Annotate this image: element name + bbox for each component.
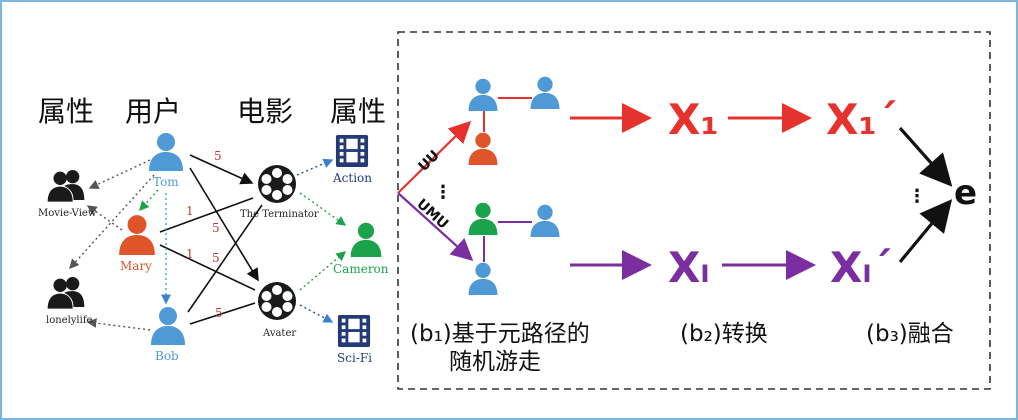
step-b3-caption: (b₃)融合 <box>866 321 954 347</box>
weight-label: 5 <box>215 306 223 320</box>
bob-user-icon <box>151 307 185 345</box>
branch-ellipsis: ⋮ <box>434 182 452 203</box>
edge-avater-scifi <box>299 304 334 323</box>
step-b1-caption-line2: 随机游走 <box>449 349 541 375</box>
uu-user-icon <box>468 78 498 111</box>
tom-user-icon <box>149 133 183 171</box>
avater-reel-icon <box>258 282 296 320</box>
node-label-movie-view: Movie-View <box>38 208 97 219</box>
xlp-to-e-arrow <box>898 199 953 264</box>
uu-user-icon <box>530 76 560 109</box>
edge-bob-lonelylife <box>86 318 151 331</box>
weight-label: 5 <box>212 251 220 265</box>
node-label-tom: Tom <box>153 175 179 189</box>
edge-tom-lonelylife <box>69 174 155 270</box>
action-film-icon <box>335 134 369 168</box>
node-xl: Xₗ <box>668 243 710 292</box>
step-b2-caption: (b₂)转换 <box>680 321 768 347</box>
header-attr-left: 属性 <box>38 95 94 128</box>
node-x1: X₁ <box>668 95 719 144</box>
weight-label: 1 <box>186 204 194 218</box>
movie-view-icon <box>47 170 85 202</box>
process-panel: UU UMU ⋮ X₁ X₁´ Xₗ Xₗ´ ⋮ e (b₁)基于元路径的 随机… <box>397 76 977 375</box>
cameron-person-icon <box>350 222 382 257</box>
node-xl-prime: Xₗ´ <box>830 243 893 292</box>
weight-label: 5 <box>212 221 220 235</box>
edge-mary-movieview <box>86 205 123 231</box>
branch-uu-arrow <box>397 120 472 194</box>
node-label-avater: Avater <box>262 328 296 339</box>
scifi-film-icon <box>337 314 371 348</box>
edge-mary-avater <box>159 244 256 291</box>
node-label-lonelylife: lonelylife <box>46 315 93 326</box>
branch-umu-arrow <box>397 192 474 261</box>
edge-tom-avater <box>189 167 259 282</box>
edge-tom-mary <box>139 189 159 212</box>
uu-user-icon <box>468 132 498 165</box>
edge-tom-movieview <box>88 159 151 189</box>
node-e: e <box>954 173 977 213</box>
edge-mary-terminator <box>159 197 254 233</box>
edge-bob-terminator <box>187 204 263 313</box>
mary-user-icon <box>119 215 155 255</box>
umu-movie-icon <box>468 202 498 235</box>
header-user: 用户 <box>125 95 181 128</box>
step-b1-caption: (b₁)基于元路径的 <box>410 321 590 347</box>
weight-label: 5 <box>214 149 222 163</box>
weight-label: 1 <box>186 247 194 261</box>
umu-user-icon <box>530 204 560 237</box>
edge-tom-terminator <box>189 154 254 185</box>
edge-bob-avater <box>189 302 256 325</box>
edge-terminator-action <box>296 158 334 176</box>
terminator-reel-icon <box>258 165 296 203</box>
node-label-scifi: Sci-Fi <box>337 351 372 365</box>
node-label-cameron: Cameron <box>333 262 389 276</box>
process-panel-border <box>397 31 991 390</box>
header-attr-right: 属性 <box>330 95 386 128</box>
header-movie: 电影 <box>237 95 293 128</box>
node-label-terminator: The Terminator <box>240 209 319 220</box>
lonelylife-icon <box>47 277 85 309</box>
node-label-bob: Bob <box>155 349 179 363</box>
edge-terminator-cameron <box>299 192 347 226</box>
x1p-to-e-arrow <box>898 126 953 187</box>
umu-user-icon <box>468 262 498 295</box>
left-graph: 属性 用户 电影 属性 5 1 5 1 5 5 Movie-View <box>38 95 389 365</box>
node-label-mary: Mary <box>120 259 152 273</box>
node-label-action: Action <box>332 171 372 185</box>
node-x1-prime: X₁´ <box>826 95 898 144</box>
fusion-ellipsis: ⋮ <box>908 186 926 207</box>
